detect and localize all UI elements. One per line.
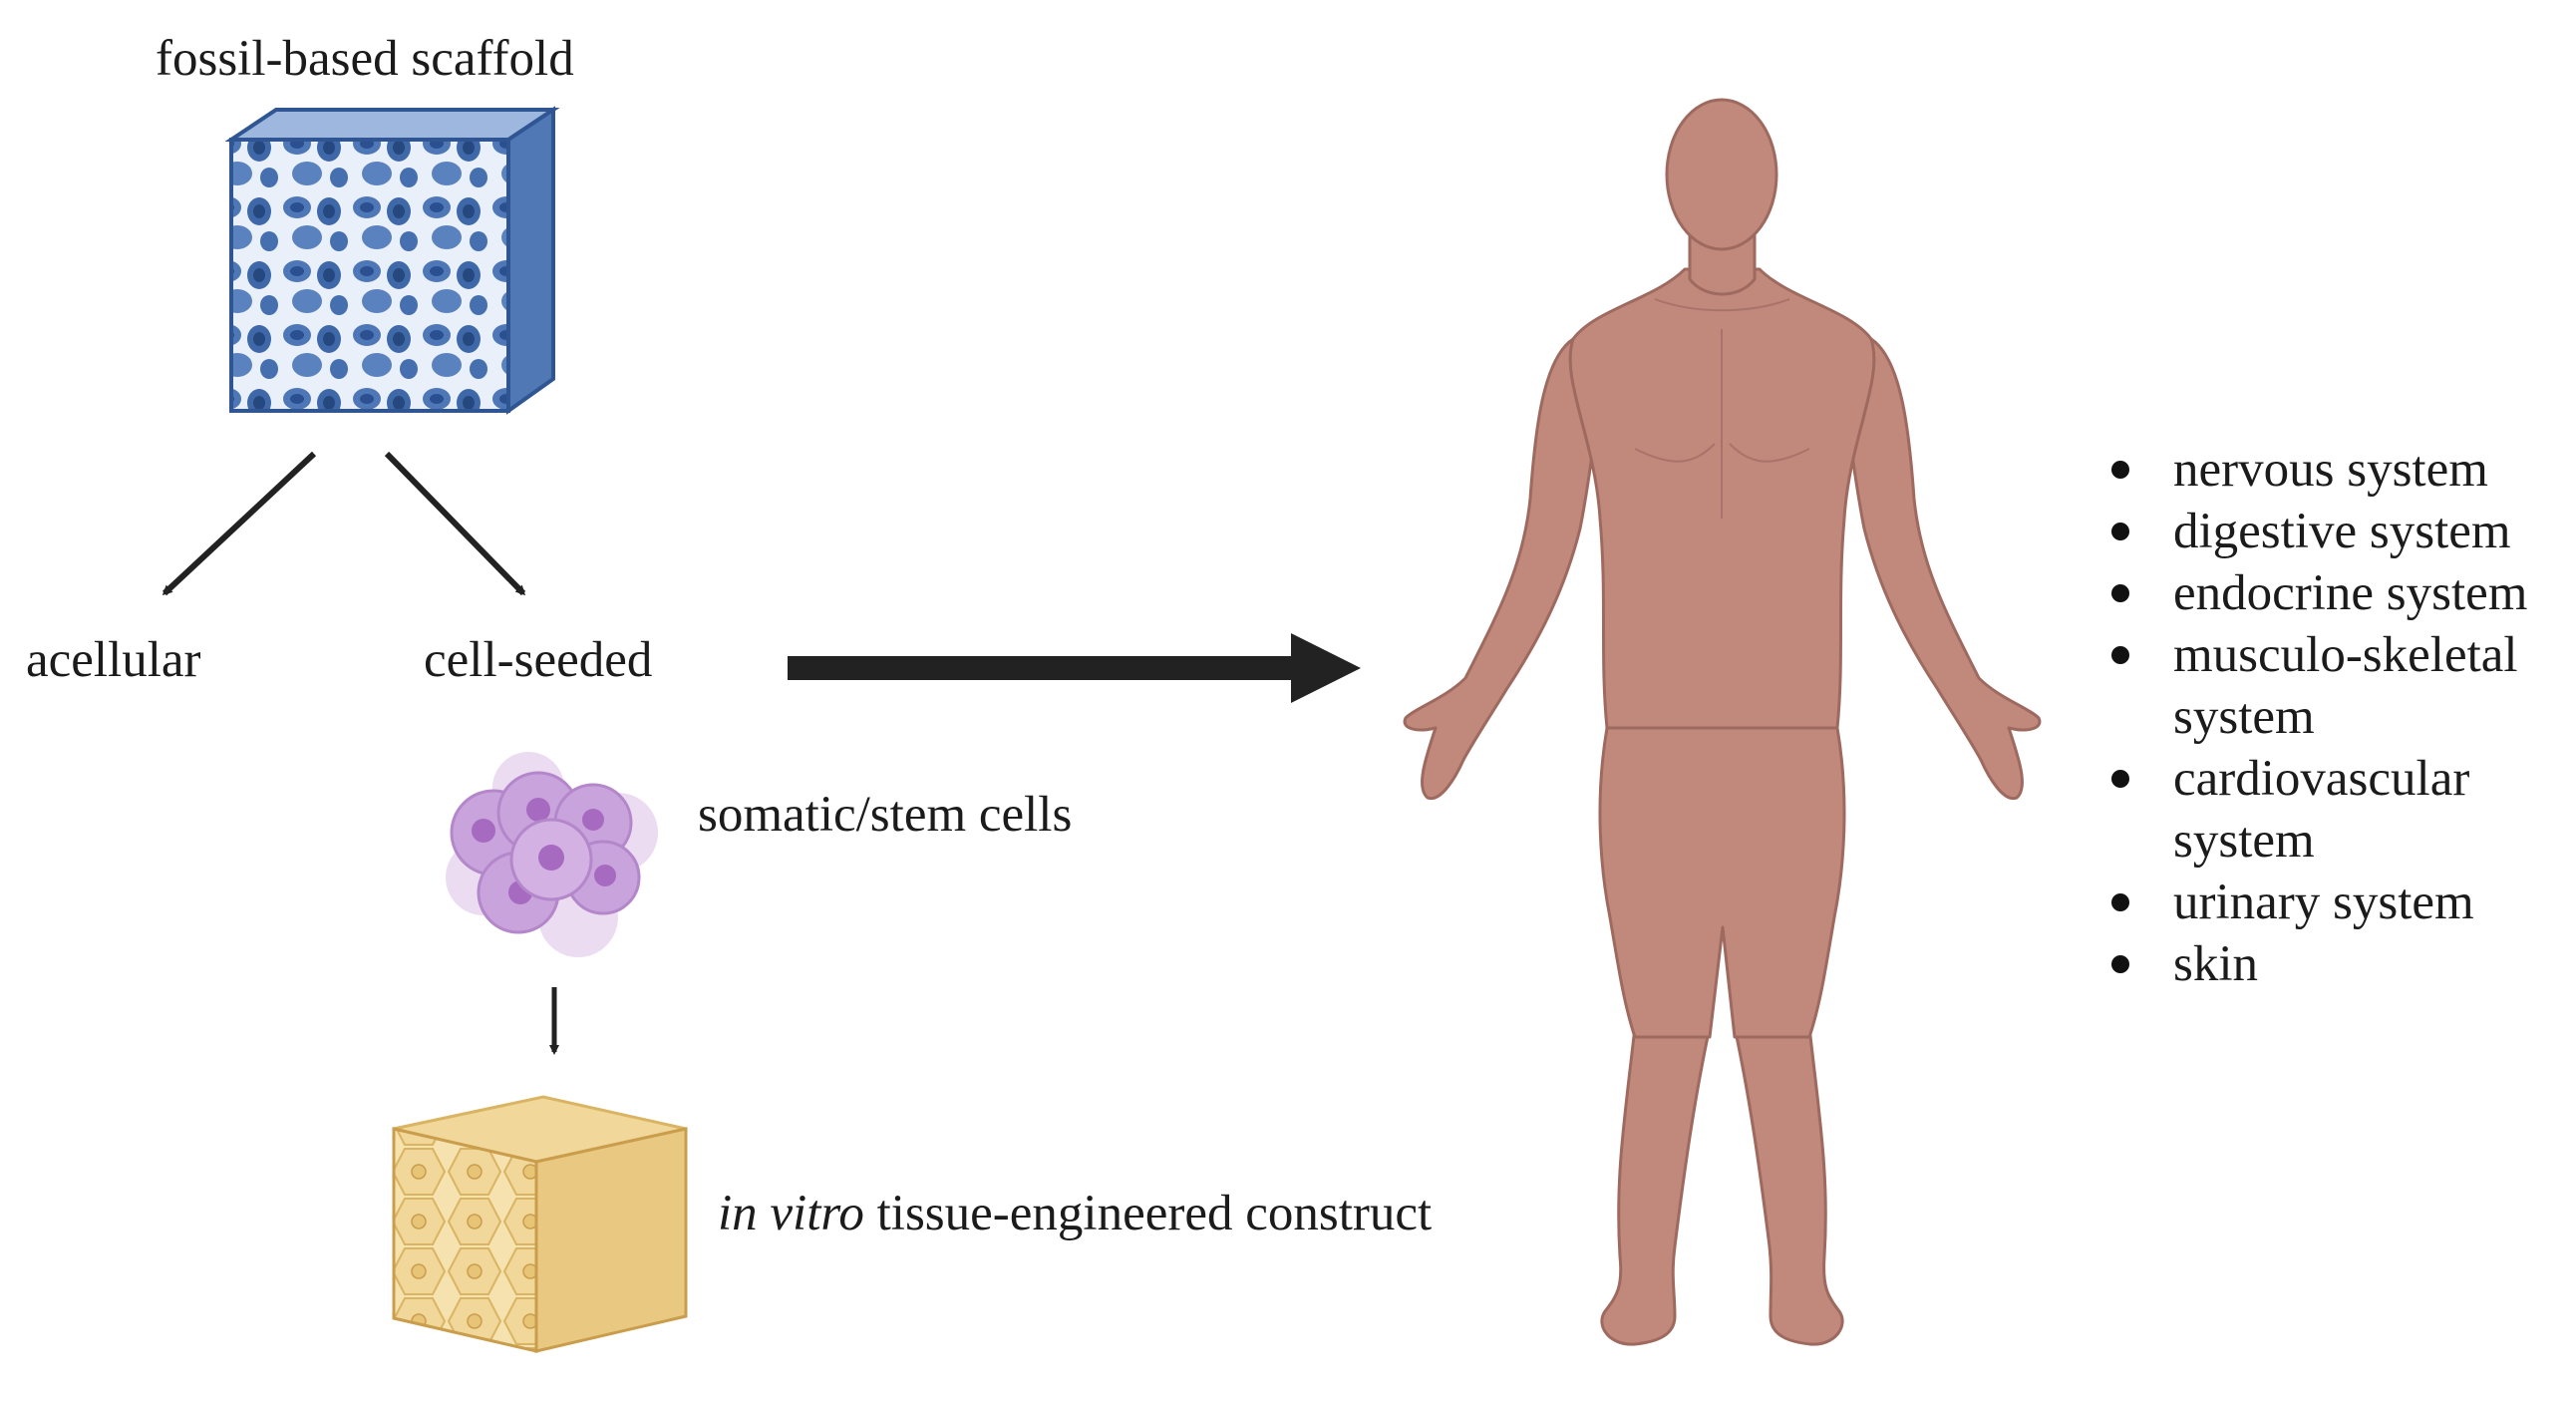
list-item: skin: [2111, 933, 2576, 995]
cell-cluster-image: [446, 752, 658, 957]
arrow-to-cell-seeded: [384, 451, 526, 596]
big-arrow-to-body: [788, 633, 1361, 703]
cells-label: somatic/stem cells: [698, 787, 1073, 843]
scaffold-cube-image: [224, 106, 560, 415]
construct-label-rest: tissue-engineered construct: [863, 1186, 1433, 1241]
construct-cube-image: [392, 1095, 688, 1353]
list-item: endocrine system: [2111, 562, 2576, 624]
list-item: urinary system: [2111, 872, 2576, 933]
list-item: nervous system: [2111, 439, 2576, 501]
list-item: digestive system: [2111, 501, 2576, 562]
cell-seeded-label: cell-seeded: [424, 632, 653, 688]
construct-label: in vitro tissue-engineered construct: [718, 1189, 1432, 1239]
list-item: cardiovascular system: [2111, 748, 2532, 872]
list-item: musculo-skeletal system: [2111, 624, 2576, 748]
organ-systems-list: nervous system digestive system endocrin…: [2111, 439, 2576, 995]
scaffold-label: fossil-based scaffold: [156, 31, 574, 87]
construct-label-italic: in vitro: [718, 1186, 864, 1241]
human-body-figure: [1403, 98, 2042, 1346]
acellular-label: acellular: [26, 632, 201, 688]
arrow-to-acellular: [161, 451, 317, 596]
